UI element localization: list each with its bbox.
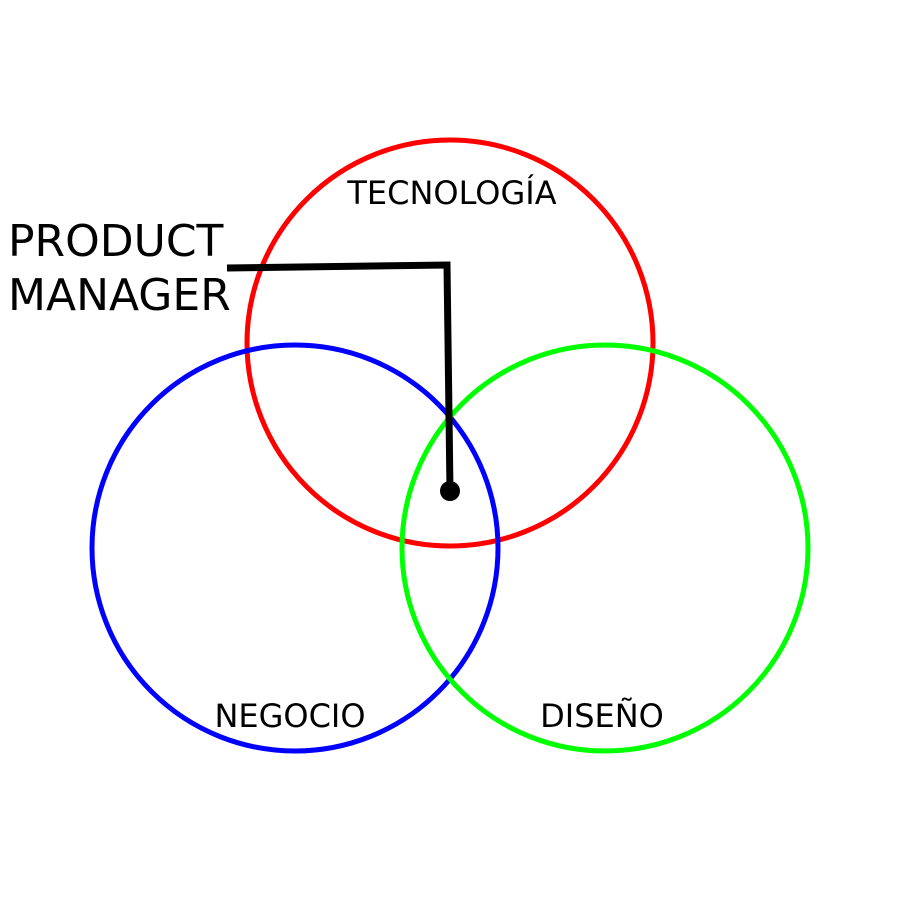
product-manager-label-line1: PRODUCT	[8, 216, 224, 267]
technology-label: TECNOLOGÍA	[346, 174, 556, 212]
technology-circle	[244, 137, 656, 549]
pointer-dot	[440, 481, 460, 501]
product-manager-label-line2: MANAGER	[8, 270, 231, 321]
pointer-line	[226, 261, 454, 492]
design-label: DISEÑO	[540, 697, 664, 735]
business-label: NEGOCIO	[214, 697, 365, 735]
design-circle	[399, 342, 811, 754]
business-circle	[89, 342, 501, 754]
